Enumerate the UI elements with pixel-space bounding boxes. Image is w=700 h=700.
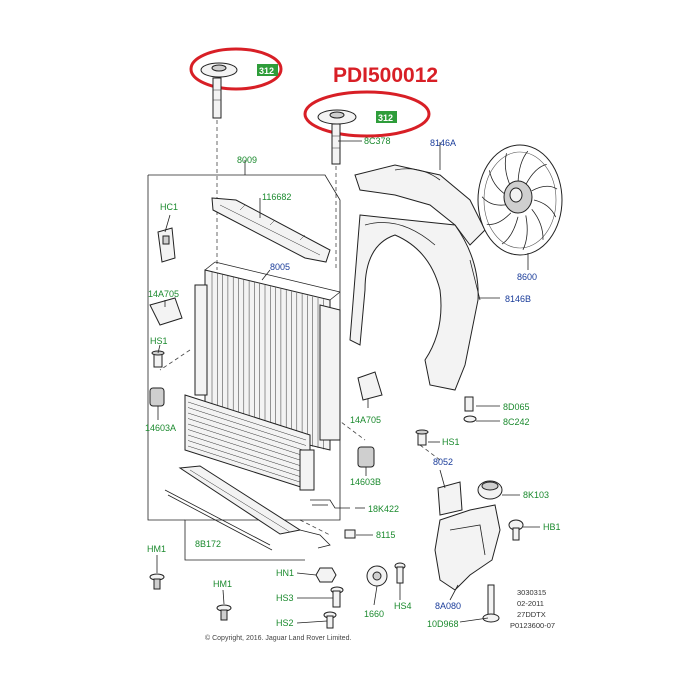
- part-labels: 8C378 8009 8146A HC1 116682 8005 8600 14…: [145, 136, 561, 629]
- fastener-hm1-left: [149, 573, 165, 590]
- label-hs2: HS2: [276, 618, 294, 628]
- screw-hs4: [394, 562, 406, 584]
- grommet-14603b: [357, 446, 375, 468]
- label-hm1-lower: HM1: [213, 579, 232, 589]
- label-14a705-right: 14A705: [350, 415, 381, 425]
- svg-text:312: 312: [259, 66, 274, 76]
- highlight-ring-left: [189, 47, 283, 91]
- copyright: © Copyright, 2016. Jaguar Land Rover Lim…: [205, 634, 351, 642]
- leader-lines: [156, 140, 540, 624]
- mount-14a705-right: [357, 371, 383, 401]
- fastener-hm1-lower: [216, 604, 232, 621]
- cooling-fan: [477, 144, 563, 256]
- upper-mount-right: [317, 109, 357, 165]
- label-8146b: 8146B: [505, 294, 531, 304]
- bracket-8052: [437, 481, 463, 516]
- bush-1660: [366, 565, 388, 587]
- label-hc1: HC1: [160, 202, 178, 212]
- cap-8k103: [477, 480, 503, 500]
- label-116682: 116682: [262, 192, 291, 202]
- fan-shroud-upper: [354, 164, 486, 246]
- bracket-hc1: [157, 227, 176, 263]
- charge-air-cooler: [184, 394, 315, 491]
- label-hs4: HS4: [394, 601, 412, 611]
- reference-codes: 3030315 02-2011 27DDTX P0123600-07: [510, 588, 555, 630]
- label-hs1-left: HS1: [150, 336, 168, 346]
- screw-hs1-left: [151, 350, 165, 368]
- label-8d065: 8D065: [503, 402, 530, 412]
- highlight-ring-right: [303, 90, 431, 138]
- ref-line-1: 3030315: [517, 588, 546, 597]
- lower-tube: [164, 465, 331, 551]
- label-10d968: 10D968: [427, 619, 459, 629]
- label-8052: 8052: [433, 457, 453, 467]
- label-18k422: 18K422: [368, 504, 399, 514]
- label-hm1-left: HM1: [147, 544, 166, 554]
- label-8k103: 8K103: [523, 490, 549, 500]
- svg-text:312: 312: [378, 113, 393, 123]
- label-hs3: HS3: [276, 593, 294, 603]
- top-cover: [211, 197, 331, 263]
- label-14603b: 14603B: [350, 477, 381, 487]
- label-hb1: HB1: [543, 522, 561, 532]
- clip-8115: [344, 529, 356, 539]
- grommet-14603a: [149, 387, 165, 407]
- mount-14a705-left: [149, 297, 183, 326]
- nut-hn1: [315, 567, 337, 583]
- label-1660: 1660: [364, 609, 384, 619]
- label-8009: 8009: [237, 155, 257, 165]
- badge-right: 312: [376, 111, 397, 123]
- radiator: [194, 261, 341, 451]
- ref-line-3: 27DDTX: [517, 610, 546, 619]
- upper-mount-left: [200, 62, 238, 119]
- screw-hs2: [323, 611, 337, 629]
- fan-shroud-lower: [349, 214, 481, 391]
- sensor-8d065: [463, 396, 477, 423]
- label-14a705-left: 14A705: [148, 289, 179, 299]
- reservoir-8a080: [434, 504, 501, 623]
- screw-hs1-right: [415, 429, 429, 446]
- label-8a080: 8A080: [435, 601, 461, 611]
- label-hs1-right: HS1: [442, 437, 460, 447]
- badge-left: 312: [257, 64, 278, 76]
- label-8005: 8005: [270, 262, 290, 272]
- ref-line-4: P0123600-07: [510, 621, 555, 630]
- label-14603a: 14603A: [145, 423, 176, 433]
- clip-18k422: [310, 499, 350, 509]
- label-8c378: 8C378: [364, 136, 391, 146]
- screw-hs3: [330, 586, 344, 608]
- label-8600: 8600: [517, 272, 537, 282]
- label-8146a: 8146A: [430, 138, 456, 148]
- label-hn1: HN1: [276, 568, 294, 578]
- diagram-title: PDI500012: [333, 64, 438, 87]
- label-8c242: 8C242: [503, 417, 530, 427]
- bolt-hb1: [508, 519, 524, 541]
- label-8b172: 8B172: [195, 539, 221, 549]
- ref-line-2: 02-2011: [517, 599, 544, 608]
- label-8115: 8115: [376, 530, 395, 540]
